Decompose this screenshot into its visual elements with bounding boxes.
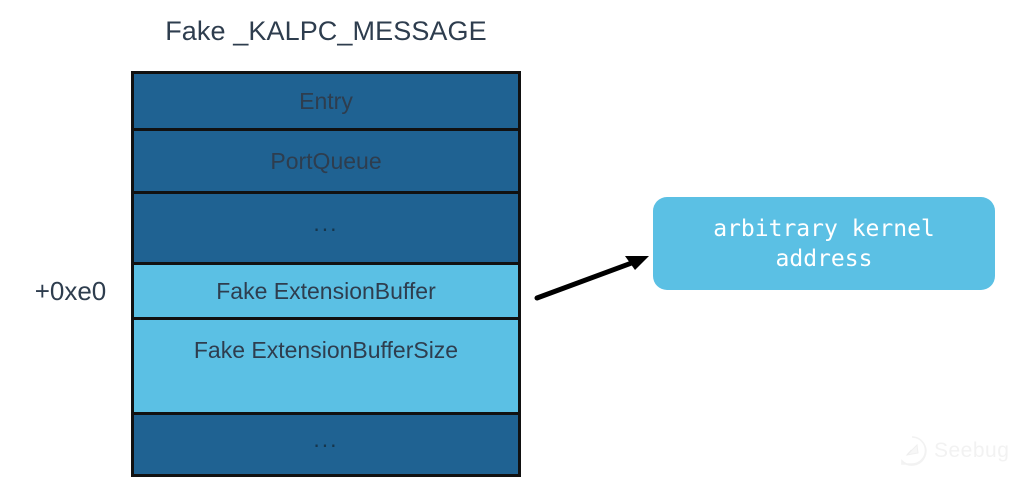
watermark-label: Seebug	[934, 439, 1010, 462]
watermark: Seebug	[896, 430, 1014, 472]
seebug-logo-icon	[901, 436, 927, 466]
table-row: Fake ExtensionBuffer	[134, 265, 518, 320]
struct-field-entry: Entry	[299, 87, 353, 114]
page-title: Fake _KALPC_MESSAGE	[165, 16, 487, 46]
struct-field-ellipsis-upper: ...	[313, 209, 339, 236]
struct-layout-table: Entry PortQueue ... Fake ExtensionBuffer…	[131, 71, 521, 477]
table-row: PortQueue	[134, 131, 518, 194]
table-row: ...	[134, 194, 518, 265]
struct-field-fake-extensionbuffer: Fake ExtensionBuffer	[216, 277, 436, 304]
callout-label: arbitrary kernel address	[713, 215, 935, 272]
offset-annotation: +0xe0	[34, 276, 107, 306]
struct-field-fake-extensionbuffersize: Fake ExtensionBufferSize	[193, 336, 459, 363]
struct-field-portqueue: PortQueue	[270, 147, 382, 174]
pointer-arrow-icon	[534, 256, 649, 301]
table-row: Fake ExtensionBufferSize	[134, 320, 518, 415]
struct-field-ellipsis-lower: ...	[313, 426, 339, 452]
table-row: ...	[134, 415, 518, 474]
table-row: Entry	[134, 74, 518, 131]
kernel-address-callout: arbitrary kernel address	[653, 197, 995, 290]
